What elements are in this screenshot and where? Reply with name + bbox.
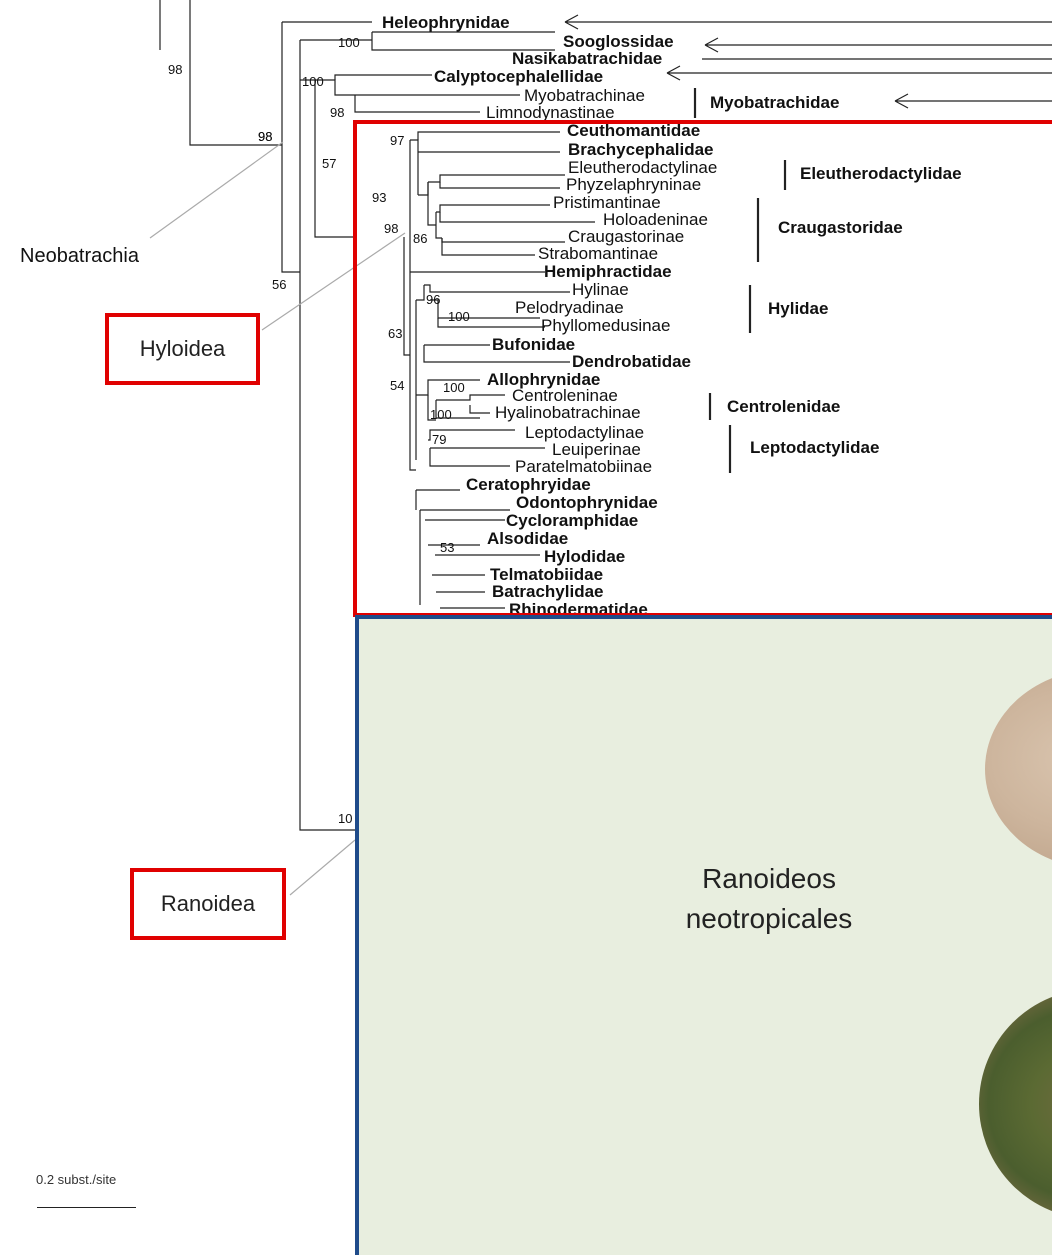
support-value: 98 bbox=[384, 221, 398, 236]
taxon-label: Calyptocephalellidae bbox=[434, 67, 603, 86]
taxon-label: Sooglossidae bbox=[563, 32, 674, 51]
taxon-label: Myobatrachinae bbox=[524, 86, 645, 105]
family-label: Craugastoridae bbox=[778, 218, 903, 237]
taxon-label: Hyalinobatrachinae bbox=[495, 403, 641, 422]
support-value: 54 bbox=[390, 378, 404, 393]
hyloidea-label: Hyloidea bbox=[139, 336, 226, 361]
taxon-label: Pelodryadinae bbox=[515, 298, 624, 317]
ranoidea-label: Ranoidea bbox=[160, 891, 256, 916]
taxon-label: Pristimantinae bbox=[553, 193, 661, 212]
taxon-label: Leuiperinae bbox=[552, 440, 641, 459]
taxon-label: Telmatobiidae bbox=[490, 565, 603, 584]
taxon-label: Hylodidae bbox=[544, 547, 625, 566]
taxon-label: Ceratophryidae bbox=[466, 475, 591, 494]
taxon-label: Dendrobatidae bbox=[572, 352, 691, 371]
family-label: Myobatrachidae bbox=[710, 93, 839, 112]
taxon-label: Craugastorinae bbox=[568, 227, 684, 246]
ranoid-panel: Ranoideos neotropicales bbox=[355, 615, 1052, 1255]
family-label: Centrolenidae bbox=[727, 397, 840, 416]
support-value: 86 bbox=[413, 231, 427, 246]
support-value: 98 bbox=[168, 62, 182, 77]
taxon-label: Hemiphractidae bbox=[544, 262, 672, 281]
callout-lines bbox=[149, 141, 406, 896]
ranoid-panel-line2: neotropicales bbox=[685, 903, 853, 934]
taxon-label: Allophrynidae bbox=[487, 370, 600, 389]
ranoid-panel-title: Ranoideos neotropicales bbox=[559, 859, 979, 939]
scale-bar-label: 0.2 subst./site bbox=[36, 1172, 117, 1187]
taxon-label: Phyzelaphryninae bbox=[566, 175, 701, 194]
taxon-label: Bufonidae bbox=[492, 335, 575, 354]
taxon-label: Phyllomedusinae bbox=[541, 316, 670, 335]
hyloidea-highlight-frame bbox=[353, 120, 1052, 617]
tree-labels: HeleophrynidaeSooglossidaeNasikabatrachi… bbox=[20, 13, 962, 826]
taxon-label: Ceuthomantidae bbox=[567, 121, 700, 140]
support-value: 98 bbox=[258, 129, 272, 144]
family-label: Eleutherodactylidae bbox=[800, 164, 962, 183]
support-value: 100 bbox=[430, 407, 452, 422]
taxon-label: Holoadeninae bbox=[603, 210, 708, 229]
support-value: 53 bbox=[440, 540, 454, 555]
support-value: 57 bbox=[322, 156, 336, 171]
tree-branches bbox=[159, 0, 1052, 831]
taxon-label: Odontophrynidae bbox=[516, 493, 658, 512]
taxon-label: Strabomantinae bbox=[538, 244, 658, 263]
taxon-label: Leptodactylinae bbox=[525, 423, 644, 442]
hyloidea-label-box: Hyloidea bbox=[105, 313, 260, 385]
support-value: 100 bbox=[443, 380, 465, 395]
support-value: 97 bbox=[390, 133, 404, 148]
family-bars bbox=[693, 88, 787, 473]
support-value: 100 bbox=[302, 74, 324, 89]
support-value: 56 bbox=[272, 277, 286, 292]
family-label: Leptodactylidae bbox=[750, 438, 879, 457]
frog-photo-bottom bbox=[979, 989, 1052, 1219]
taxon-label: Brachycephalidae bbox=[568, 140, 714, 159]
scale-bar bbox=[37, 1207, 136, 1208]
taxon-label: Centroleninae bbox=[512, 386, 618, 405]
taxon-label: Paratelmatobiinae bbox=[515, 457, 652, 476]
family-label: Hylidae bbox=[768, 299, 828, 318]
support-value: 63 bbox=[388, 326, 402, 341]
neobatrachia-label: Neobatrachia bbox=[20, 245, 140, 267]
ranoidea-label-box: Ranoidea bbox=[130, 868, 286, 940]
taxon-label: Batrachylidae bbox=[492, 582, 604, 601]
support-value: 10 bbox=[338, 811, 352, 826]
support-value: 98 bbox=[330, 105, 344, 120]
taxon-label: Cycloramphidae bbox=[506, 511, 638, 530]
ranoid-panel-line1: Ranoideos bbox=[702, 863, 836, 894]
taxon-label: Limnodynastinae bbox=[486, 103, 615, 122]
support-value: 93 bbox=[372, 190, 386, 205]
taxon-label: Heleophrynidae bbox=[382, 13, 510, 32]
taxon-label: Eleutherodactylinae bbox=[568, 158, 717, 177]
taxon-label: Hylinae bbox=[572, 280, 629, 299]
taxon-label: Nasikabatrachidae bbox=[512, 49, 662, 68]
support-value: 98 bbox=[258, 129, 272, 144]
support-value: 100 bbox=[338, 35, 360, 50]
frog-photo-top bbox=[985, 669, 1052, 869]
support-value: 79 bbox=[432, 432, 446, 447]
taxon-label: Alsodidae bbox=[487, 529, 568, 548]
support-value: 100 bbox=[448, 309, 470, 324]
support-value: 96 bbox=[426, 292, 440, 307]
